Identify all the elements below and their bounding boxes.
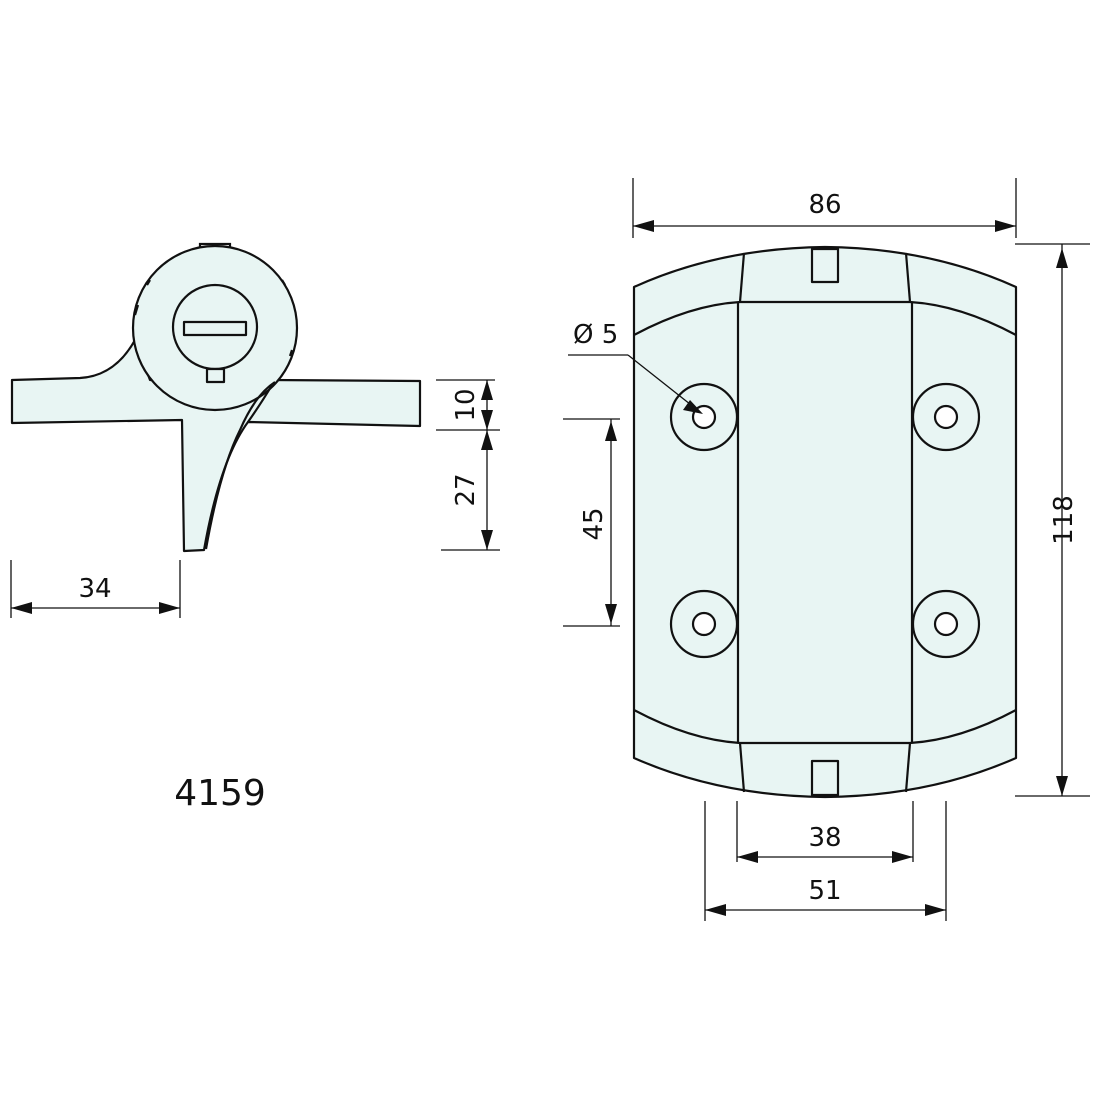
key-tab — [205, 367, 226, 384]
dim-hole-spacing: 45 — [579, 507, 609, 540]
leg-curve — [204, 381, 276, 550]
dim-outer-band-width: 51 — [808, 876, 841, 906]
key-slot — [182, 320, 248, 337]
dim-overall-width: 86 — [808, 190, 841, 220]
dim-hole-diameter: Ø 5 — [573, 320, 618, 350]
dim-leg-height: 27 — [451, 473, 481, 506]
side-view-body — [10, 338, 422, 553]
mounting-hole-top-right — [911, 382, 981, 452]
mounting-hole-bottom-left — [669, 589, 739, 659]
part-number-label: 4159 — [174, 773, 266, 814]
mounting-hole-bottom-right — [911, 589, 981, 659]
dim-arm-thickness: 10 — [451, 388, 481, 421]
dim-inner-width: 38 — [808, 823, 841, 853]
dim-left-arm-length: 34 — [78, 574, 111, 604]
dim-overall-height: 118 — [1049, 495, 1079, 545]
front-view: 86 118 45 Ø 5 38 51 — [563, 178, 1090, 921]
side-view: 10 27 34 — [10, 242, 500, 618]
top-notch — [810, 247, 840, 284]
front-plate-outline — [632, 245, 1018, 799]
bottom-notch — [810, 759, 840, 797]
hub-notch — [198, 242, 232, 248]
mounting-hole-top-left — [669, 382, 739, 452]
